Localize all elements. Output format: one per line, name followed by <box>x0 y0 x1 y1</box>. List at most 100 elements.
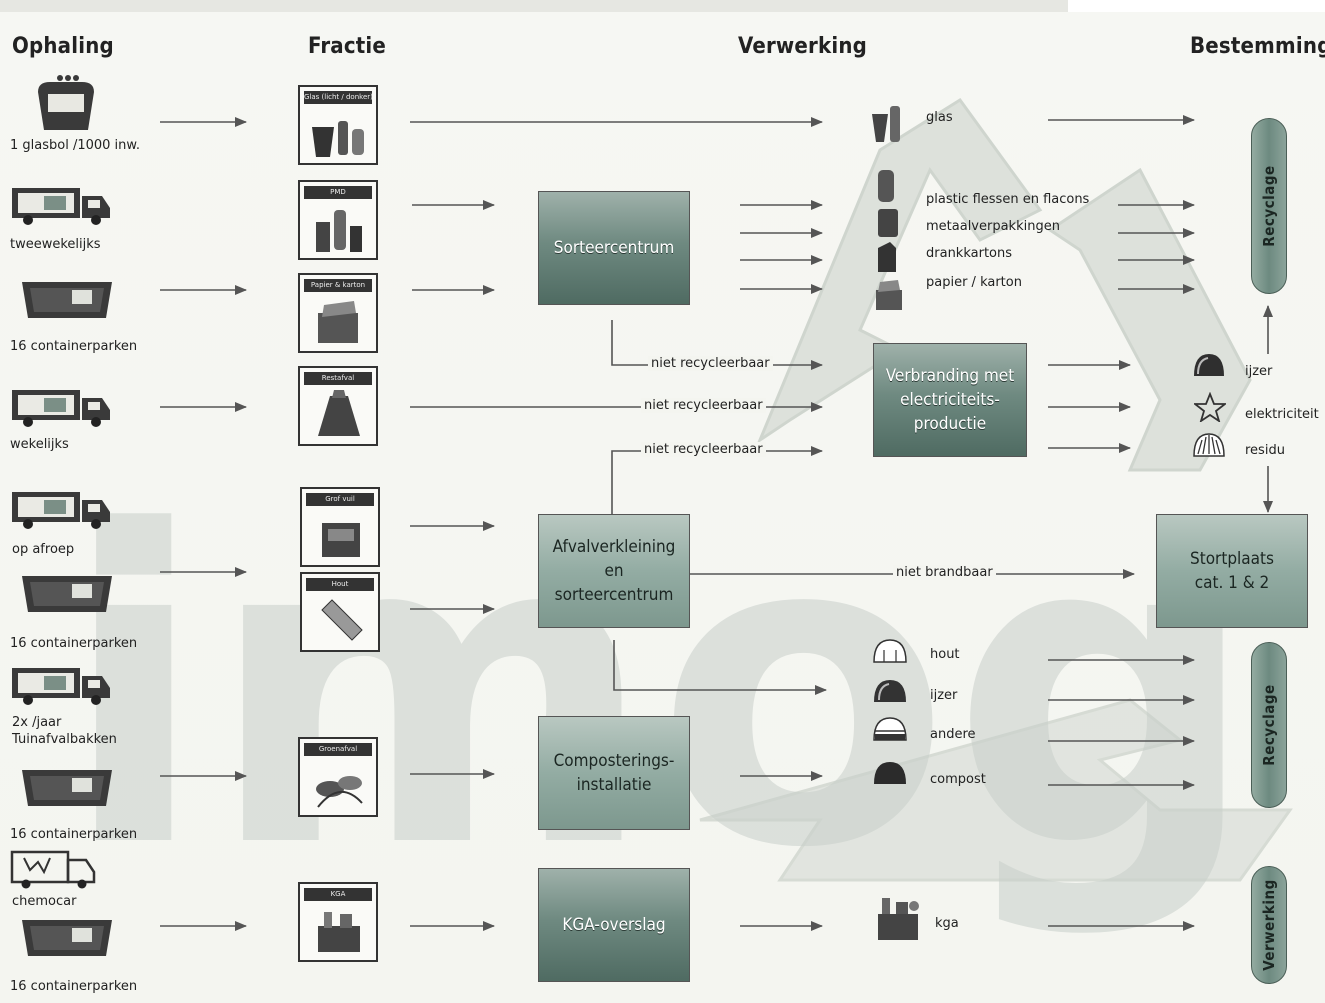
kga-product-icon <box>878 898 919 940</box>
ijzer-dome-icon <box>1194 354 1224 376</box>
fraction-title: KGA <box>304 888 372 901</box>
process-afvalverkleining: Afvalverkleining en sorteercentrum <box>538 514 690 628</box>
carton-product-icon <box>878 242 896 272</box>
output-label: kga <box>935 916 959 931</box>
glass-bin-icon <box>38 75 94 130</box>
fraction-kga: KGA <box>298 882 378 962</box>
process-label-line: sorteercentrum <box>554 585 674 605</box>
output-label: ijzer <box>930 688 958 703</box>
fraction-glas: Glas (licht / donker) <box>298 85 378 165</box>
glass-fraction-icon <box>312 121 364 157</box>
process-label-line: cat. 1 & 2 <box>1194 573 1270 593</box>
truck-icon <box>12 668 110 705</box>
container-icon <box>22 282 112 318</box>
plastic-product-icon <box>878 170 894 202</box>
process-sorteercentrum: Sorteercentrum <box>538 191 690 305</box>
ophaling-label: chemocar <box>12 894 77 909</box>
ophaling-label: tweewekelijks <box>10 237 101 252</box>
ophaling-label-line2: Tuinafvalbakken <box>12 732 117 747</box>
process-label-line: electriciteits- <box>900 390 1000 410</box>
andere-dome-icon <box>873 717 907 741</box>
output-label: glas <box>926 110 953 125</box>
process-label-line: installatie <box>576 775 652 795</box>
destination-recyclage-top: Recyclage <box>1251 118 1287 294</box>
process-label: KGA-overslag <box>562 915 666 935</box>
groenafval-fraction-icon <box>316 776 363 808</box>
residu-dome-icon <box>1193 433 1225 457</box>
output-label: plastic flessen en flacons <box>926 192 1090 207</box>
fraction-title: Restafval <box>304 372 372 385</box>
destination-verwerking: Verwerking <box>1251 866 1287 984</box>
recycling-symbol <box>699 97 1293 882</box>
fraction-title: Hout <box>306 578 374 591</box>
process-label-line: Stortplaats <box>1189 549 1274 569</box>
output-label: metaalverpakkingen <box>926 219 1060 234</box>
edge-label-niet-brandbaar: niet brandbaar <box>893 565 996 580</box>
output-label: andere <box>930 727 976 742</box>
header-verwerking: Verwerking <box>738 34 867 59</box>
process-label: Sorteercentrum <box>553 238 675 258</box>
fraction-papier: Papier & karton <box>298 273 378 353</box>
output-label: ijzer <box>1245 364 1273 379</box>
container-icon <box>22 770 112 806</box>
restafval-fraction-icon <box>318 390 360 436</box>
hout-dome-icon <box>873 639 907 663</box>
glass-product-icon <box>872 106 900 142</box>
process-label-line: Composterings- <box>553 751 675 771</box>
container-icon <box>22 576 112 612</box>
edge-label-niet-recycleerbaar: niet recycleerbaar <box>641 398 766 413</box>
ophaling-label: op afroep <box>12 542 75 557</box>
destination-recyclage-bottom: Recyclage <box>1251 642 1287 808</box>
kga-fraction-icon <box>318 912 360 952</box>
output-label: elektriciteit <box>1245 407 1319 422</box>
grofvuil-fraction-icon <box>322 523 360 557</box>
ophaling-label: 16 containerparken <box>10 636 138 651</box>
truck-icon <box>12 492 110 529</box>
chemocar-icon <box>10 850 96 889</box>
fraction-title: Glas (licht / donker) <box>304 91 372 104</box>
process-verbranding: Verbranding met electriciteits- producti… <box>873 343 1027 457</box>
ophaling-label: 16 containerparken <box>10 979 138 994</box>
output-label: compost <box>930 772 986 787</box>
ophaling-label: 16 containerparken <box>10 827 138 842</box>
edge-label-niet-recycleerbaar: niet recycleerbaar <box>641 442 766 457</box>
header-fractie: Fractie <box>308 34 387 59</box>
pmd-fraction-icon <box>316 210 362 252</box>
container-icon <box>22 920 112 956</box>
ophaling-label: 16 containerparken <box>10 339 138 354</box>
paper-fraction-icon <box>318 301 358 343</box>
fraction-pmd: PMD <box>298 180 378 260</box>
output-label: residu <box>1245 443 1285 458</box>
top-right-margin <box>1068 0 1325 12</box>
ophaling-label-line1: 2x /jaar <box>12 715 62 730</box>
process-compostering: Composterings- installatie <box>538 716 690 830</box>
fraction-title: Groenafval <box>304 743 372 756</box>
header-bestemming: Bestemming <box>1190 34 1325 59</box>
metal-product-icon <box>878 209 898 237</box>
fraction-title: Grof vuil <box>306 493 374 506</box>
fraction-restafval: Restafval <box>298 366 378 446</box>
process-label-line: productie <box>913 414 987 434</box>
hout-fraction-icon <box>321 599 363 641</box>
process-stortplaats: Stortplaats cat. 1 & 2 <box>1156 514 1308 628</box>
fraction-groenafval: Groenafval <box>298 737 378 817</box>
process-kga-overslag: KGA-overslag <box>538 868 690 982</box>
fraction-title: Papier & karton <box>304 279 372 292</box>
compost-dome-icon <box>874 762 906 784</box>
ijzer-dome-icon <box>874 680 906 702</box>
fraction-title: PMD <box>304 186 372 199</box>
ophaling-label: 2x /jaar Tuinafvalbakken <box>12 714 117 748</box>
truck-icon <box>12 188 110 225</box>
fraction-grofvuil: Grof vuil <box>300 487 380 567</box>
output-label: drankkartons <box>926 246 1013 261</box>
output-label: hout <box>930 647 960 662</box>
header-ophaling: Ophaling <box>12 34 114 59</box>
process-label-line: en <box>604 561 624 581</box>
paper-product-icon <box>876 280 902 310</box>
star-icon <box>1194 392 1226 422</box>
edge-label-niet-recycleerbaar: niet recycleerbaar <box>648 356 773 371</box>
ophaling-label: 1 glasbol /1000 inw. <box>10 138 140 153</box>
ophaling-label: wekelijks <box>10 437 69 452</box>
